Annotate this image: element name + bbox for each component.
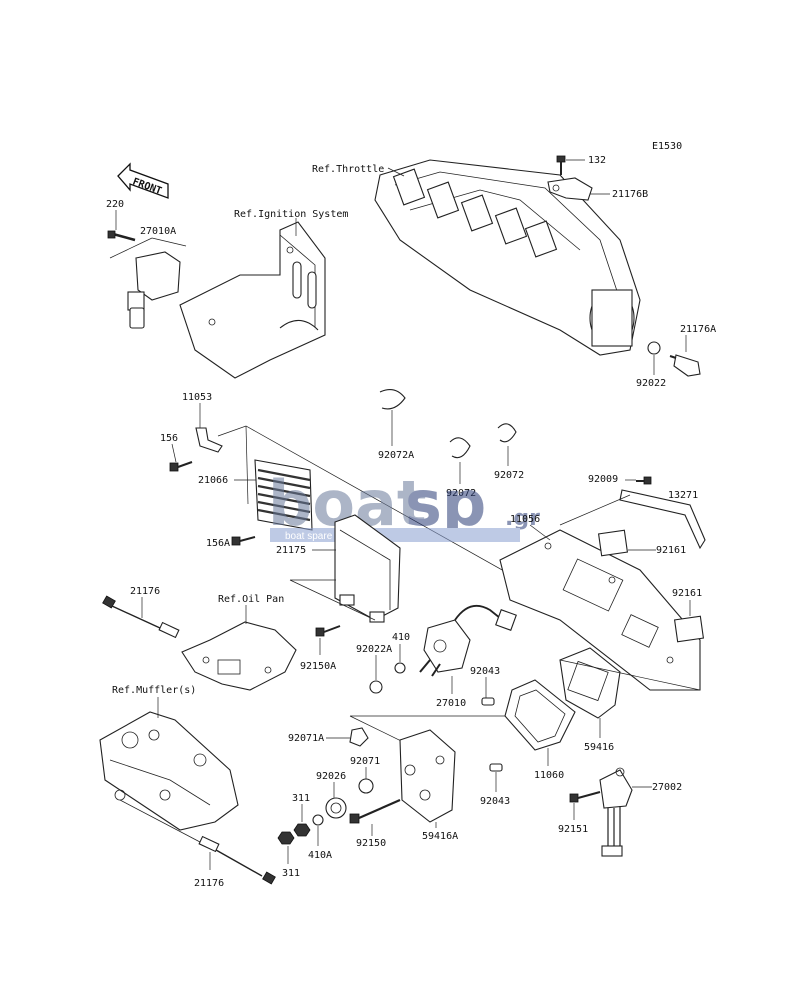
- sensor-21176-upper-icon: [102, 595, 180, 639]
- pad-92161-lower-icon: [673, 615, 705, 643]
- part-21176-lower[interactable]: 21176: [194, 878, 224, 889]
- ignition-bracket: [179, 221, 326, 379]
- svg-text:sp: sp: [405, 467, 486, 540]
- plug-92026-icon: [325, 797, 347, 819]
- clip-92072-left-icon: [449, 437, 471, 459]
- part-13271[interactable]: 13271: [668, 490, 698, 501]
- part-59416[interactable]: 59416: [584, 742, 614, 753]
- washer-92022-icon: [647, 341, 661, 355]
- washer-92022a-icon: [369, 680, 383, 694]
- sensor-21176a-icon: [669, 354, 701, 377]
- ecu-21175-icon: [334, 514, 401, 623]
- part-92161-lower[interactable]: 92161: [672, 588, 702, 599]
- part-92161-upper[interactable]: 92161: [656, 545, 686, 556]
- part-27002[interactable]: 27002: [652, 782, 682, 793]
- part-59416a[interactable]: 59416A: [422, 831, 458, 842]
- bolt-220-icon: [107, 230, 136, 242]
- part-21175[interactable]: 21175: [276, 545, 306, 556]
- pad-92161-upper-icon: [597, 529, 629, 557]
- ref-muffler-label: Ref.Muffler(s): [112, 685, 196, 696]
- part-410a[interactable]: 410A: [308, 850, 332, 861]
- part-92043-upper[interactable]: 92043: [470, 666, 500, 677]
- clip-92072-right-icon: [497, 423, 517, 443]
- part-11056[interactable]: 11056: [510, 514, 540, 525]
- part-11053[interactable]: 11053: [182, 392, 212, 403]
- part-21176-upper[interactable]: 21176: [130, 586, 160, 597]
- nut-311-upper-icon: [293, 823, 311, 837]
- throttle-body: [374, 159, 641, 356]
- bolt-156a-icon: [231, 536, 256, 546]
- ref-ignition-label: Ref.Ignition System: [234, 209, 348, 220]
- part-92026[interactable]: 92026: [316, 771, 346, 782]
- housing-59416a-icon: [399, 729, 456, 823]
- part-410[interactable]: 410: [392, 632, 410, 643]
- part-92071[interactable]: 92071: [350, 756, 380, 767]
- part-92043-lower[interactable]: 92043: [480, 796, 510, 807]
- pin-92043-lower-icon: [489, 763, 503, 772]
- gasket-11060-icon: [504, 679, 576, 751]
- muffler-icon: [99, 711, 239, 831]
- part-21176a[interactable]: 21176A: [680, 324, 716, 335]
- sensor-21176-lower-icon: [119, 799, 276, 885]
- washer-410-icon: [394, 662, 406, 674]
- part-92072-right[interactable]: 92072: [494, 470, 524, 481]
- strap-13271-icon: [619, 489, 706, 550]
- part-220[interactable]: 220: [106, 199, 124, 210]
- pin-92043-upper-icon: [481, 697, 495, 706]
- part-92150a[interactable]: 92150A: [300, 661, 336, 672]
- part-92022a[interactable]: 92022A: [356, 644, 392, 655]
- part-21176b[interactable]: 21176B: [612, 189, 648, 200]
- part-27010a[interactable]: 27010A: [140, 226, 176, 237]
- clip-92072a-icon: [379, 389, 406, 410]
- bolt-156-icon: [169, 461, 193, 472]
- part-311-upper[interactable]: 311: [292, 793, 310, 804]
- bolt-92150-icon: [349, 798, 401, 824]
- part-92150[interactable]: 92150: [356, 838, 386, 849]
- ref-oil-pan-label: Ref.Oil Pan: [218, 594, 284, 605]
- relay-27002-icon: [599, 767, 633, 857]
- bolt-92150a-icon: [315, 625, 341, 637]
- part-156[interactable]: 156: [160, 433, 178, 444]
- washer-410a-icon: [312, 814, 324, 826]
- cap-92071-icon: [358, 778, 374, 794]
- part-311-lower[interactable]: 311: [282, 868, 300, 879]
- part-132[interactable]: 132: [588, 155, 606, 166]
- front-arrow-icon: FRONT: [117, 162, 169, 199]
- part-92151[interactable]: 92151: [558, 824, 588, 835]
- diagram-code: E1530: [652, 141, 682, 152]
- nut-311-lower-icon: [277, 831, 295, 845]
- part-21066[interactable]: 21066: [198, 475, 228, 486]
- part-92071a[interactable]: 92071A: [288, 733, 324, 744]
- part-11060[interactable]: 11060: [534, 770, 564, 781]
- part-27010[interactable]: 27010: [436, 698, 466, 709]
- sensor-21176b-icon: [547, 177, 593, 201]
- part-92022[interactable]: 92022: [636, 378, 666, 389]
- part-92072-left[interactable]: 92072: [446, 488, 476, 499]
- cap-92071a-icon: [349, 727, 369, 747]
- svg-text:.gr: .gr: [505, 506, 540, 531]
- ref-throttle-label: Ref.Throttle: [312, 164, 384, 175]
- solenoid-27010a-icon: [127, 251, 181, 329]
- bolt-92009-icon: [636, 476, 652, 485]
- solenoid-27010-icon: [419, 604, 517, 677]
- svg-text:boat spare parts: boat spare parts: [285, 531, 357, 542]
- bolt-92151-icon: [569, 791, 601, 803]
- part-92072a[interactable]: 92072A: [378, 450, 414, 461]
- oil-pan-icon: [181, 621, 297, 691]
- part-92009[interactable]: 92009: [588, 474, 618, 485]
- part-156a[interactable]: 156A: [206, 538, 230, 549]
- bracket-11053-icon: [195, 427, 223, 453]
- bolt-132-icon: [556, 155, 566, 175]
